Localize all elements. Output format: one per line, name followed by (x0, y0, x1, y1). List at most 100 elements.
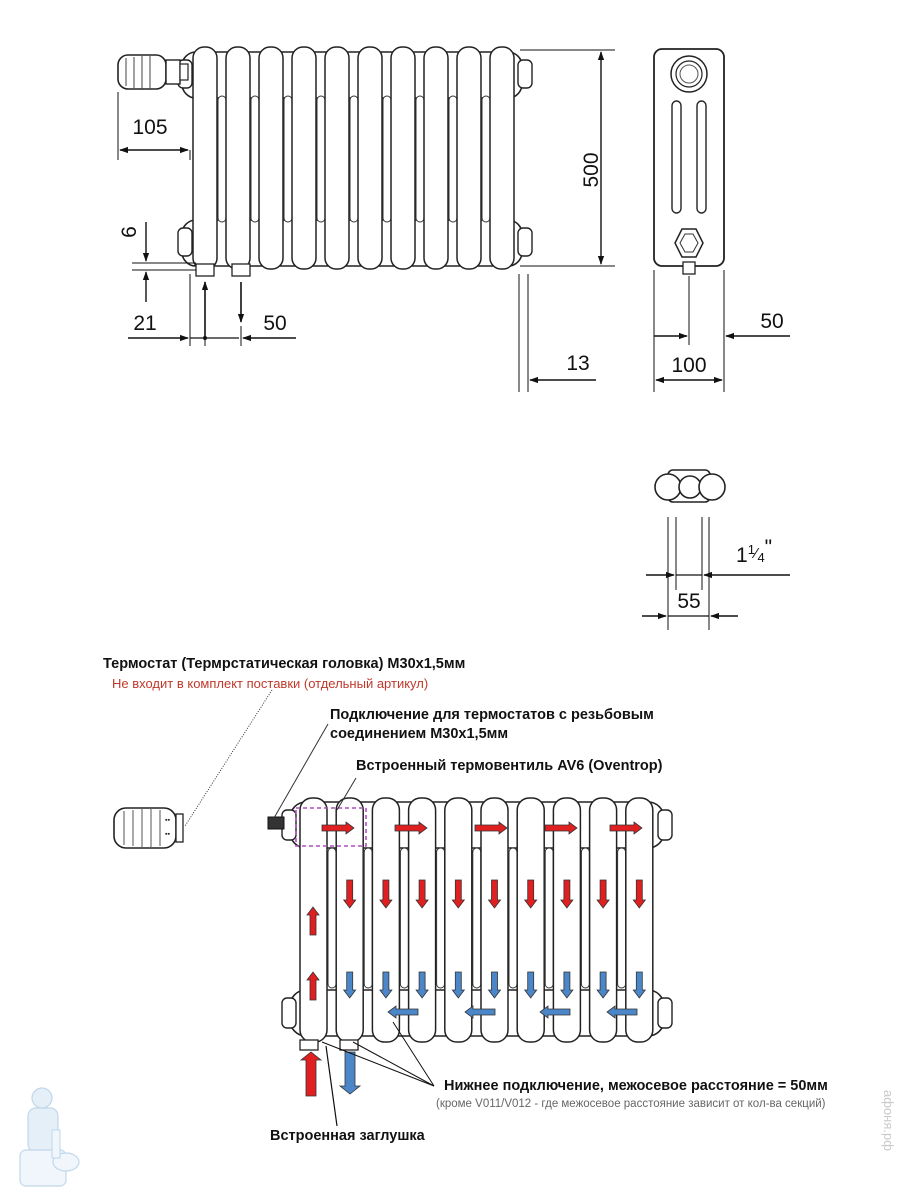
inlet-outlet-arrows (201, 281, 245, 338)
dim-thread-spacing: 11⁄4" 55 (642, 517, 790, 630)
end-nipple (517, 59, 533, 89)
front-view-radiator (177, 46, 533, 277)
flow-column-gap (580, 847, 590, 989)
outlet-stub (231, 263, 251, 277)
dim-connection-spacing-label: 50 (263, 312, 286, 335)
column-gap (481, 95, 491, 223)
radiator-column (258, 46, 284, 270)
hot-flow-arrow-horizontal (544, 821, 578, 835)
radiator-column (357, 46, 383, 270)
return-outlet-arrow (338, 1051, 362, 1095)
flow-column (480, 797, 509, 1043)
dim-wall-gap: 13 (518, 274, 596, 392)
flow-column-gap (472, 847, 482, 989)
dim-thread-num: 1 (748, 542, 755, 557)
cold-flow-arrow-down (632, 971, 647, 999)
leader-lines (184, 689, 435, 1127)
svg-text:▪▪: ▪▪ (165, 817, 170, 824)
flow-column-gap (399, 847, 409, 989)
column-gap (250, 95, 260, 223)
hot-flow-arrow-down (379, 879, 393, 909)
side-view-radiator (653, 48, 725, 275)
thermostat-head-top (117, 54, 189, 90)
flow-column (625, 797, 654, 1043)
dim-inlet-offset-label: 21 (133, 312, 156, 335)
cold-flow-arrow-down (523, 971, 538, 999)
flow-column-gap (436, 847, 446, 989)
cold-flow-arrow-down (451, 971, 466, 999)
cold-flow-arrow-down (342, 971, 357, 999)
hot-flow-arrow-up (306, 971, 320, 1001)
inlet-stub (195, 263, 215, 277)
bottom-connection-note: (кроме V011/V012 - где межосевое расстоя… (436, 1098, 826, 1110)
cold-flow-arrow-horizontal (539, 1005, 571, 1019)
dim-side-axis-label: 50 (760, 310, 783, 333)
flow-column (516, 797, 545, 1043)
dim-thermostat-offset: 105 (117, 92, 191, 160)
dim-depth-label: 100 (671, 354, 706, 377)
flow-column-gap (617, 847, 627, 989)
hot-flow-arrow-up (306, 906, 320, 936)
column-gap (349, 95, 359, 223)
dim-wall-gap-label: 13 (566, 352, 589, 375)
dim-bottom-gap-label: 6 (118, 226, 141, 238)
flow-column (588, 797, 618, 1043)
radiator-column (456, 46, 482, 270)
flow-end-nipple (657, 809, 673, 841)
radiator-column (390, 46, 416, 270)
hot-flow-arrow-down (487, 879, 502, 909)
radiator-column (225, 46, 251, 270)
cold-flow-arrow-down (379, 971, 393, 999)
dim-thread-den: 4 (757, 550, 764, 565)
column-gap (316, 95, 326, 223)
flow-end-nipple (281, 997, 297, 1029)
dim-thread-whole: 1 (736, 544, 748, 567)
flow-column (552, 797, 582, 1043)
radiator-column (291, 46, 317, 270)
hot-flow-arrow-horizontal (609, 821, 643, 835)
radiator-column (423, 46, 449, 270)
hot-flow-arrow-down (596, 879, 610, 909)
dim-thread-label: 11⁄4" (736, 536, 772, 567)
hot-flow-arrow-down (415, 879, 429, 909)
cold-flow-arrow-horizontal (387, 1005, 419, 1019)
connection-label-line1: Подключение для термостатов с резьбовым (330, 707, 654, 723)
flow-inlet-stub (299, 1039, 319, 1051)
radiator-column (192, 46, 218, 270)
plumber-mascot-icon (19, 1087, 80, 1187)
hot-flow-arrow-down (560, 879, 574, 909)
dim-depth: 100 50 (653, 270, 790, 392)
dim-inlet-offset: 21 50 (128, 274, 296, 346)
dim-bottom-gap: 6 (118, 222, 196, 302)
top-view-tubes (654, 469, 726, 503)
flow-column (407, 797, 437, 1043)
dim-height-label: 500 (580, 152, 603, 187)
thermostat-title: Термостат (Термрстатическая головка) М30… (103, 656, 466, 672)
cold-flow-arrow-horizontal (606, 1005, 638, 1019)
thermostat-connection-stub (267, 816, 285, 830)
bottom-connection-label: Нижнее подключение, межосевое расстояние… (444, 1078, 828, 1094)
valve-label: Встроенный термовентиль AV6 (Oventrop) (356, 758, 663, 774)
end-nipple (177, 227, 193, 257)
flow-view-radiator (267, 797, 673, 1097)
flow-end-nipple (657, 997, 673, 1029)
column-gap (217, 95, 227, 223)
supply-inlet-arrow (299, 1051, 323, 1097)
radiator-column (489, 46, 515, 270)
column-gap (415, 95, 425, 223)
cold-flow-arrow-down (415, 971, 429, 999)
hot-flow-arrow-horizontal (321, 821, 355, 835)
flow-column-gap (544, 847, 554, 989)
plug-label: Встроенная заглушка (270, 1128, 425, 1144)
flow-column-gap (508, 847, 518, 989)
column-gap (448, 95, 458, 223)
column-gap (382, 95, 392, 223)
thermostat-head-bottom: ▪▪ ▪▪ (113, 807, 184, 849)
flow-column-gap (363, 847, 373, 989)
flow-column (444, 797, 473, 1043)
cold-flow-arrow-down (596, 971, 610, 999)
dim-tube-spacing-label: 55 (677, 590, 700, 613)
hot-flow-arrow-horizontal (394, 821, 428, 835)
hot-flow-arrow-down (451, 879, 466, 909)
